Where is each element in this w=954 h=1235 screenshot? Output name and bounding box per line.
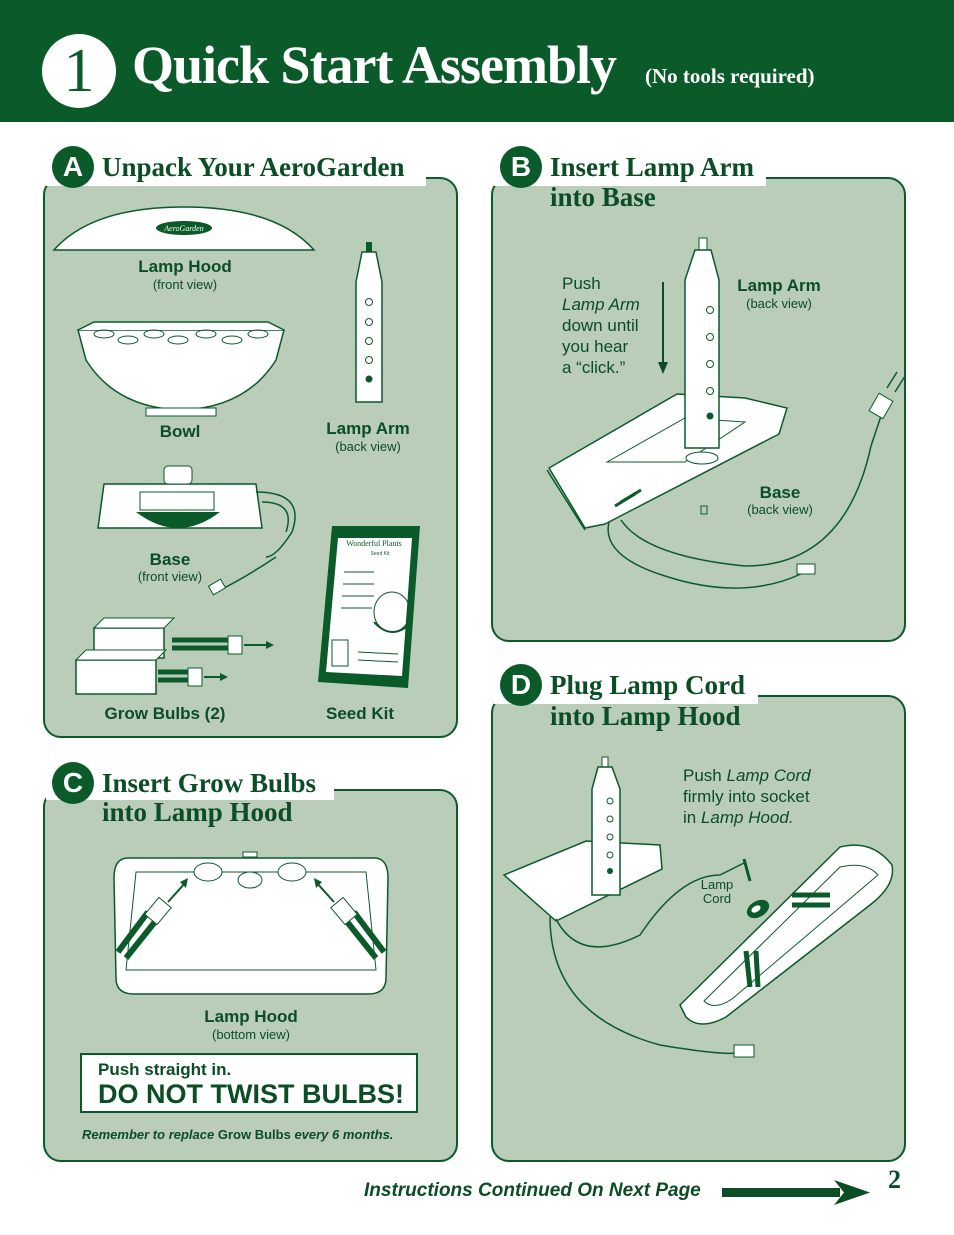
label-base: Base (149, 550, 191, 569)
panel-c-title-line1: Insert Grow Bulbs (102, 768, 317, 798)
panel-c-label-lamp-hood-view: (bottom view) (211, 1027, 291, 1042)
header-banner: 1 Quick Start Assembly (No tools require… (0, 0, 954, 122)
label-lamp-cord: Lamp Cord (700, 877, 734, 906)
panel-b-title-line1: Insert Lamp Arm (550, 152, 754, 182)
push-down-arrow-icon (658, 282, 668, 374)
panel-b-label-lamp-arm-view: (back view) (746, 296, 812, 311)
panel-d-title-line1: Plug Lamp Cord (550, 670, 746, 700)
panel-d-letter: D (500, 664, 542, 706)
panel-d-title-line2: into Lamp Hood (550, 701, 741, 731)
grow-bulbs-illustration (74, 617, 274, 695)
label-base-view: (front view) (137, 569, 203, 584)
aerogarden-logo: AeroGarden (163, 224, 203, 233)
seed-kit-brand: Wonderful Plants (346, 539, 402, 548)
panel-a-letter: A (52, 146, 94, 188)
bulb-replacement-reminder: Remember to replace Grow Bulbs every 6 m… (82, 1127, 394, 1142)
warning-do-not-twist: DO NOT TWIST BULBS! (98, 1079, 404, 1109)
warning-box: Push straight in. DO NOT TWIST BULBS! (80, 1053, 418, 1113)
label-bowl: Bowl (159, 422, 201, 441)
lamp-hood-front-illustration: AeroGarden (52, 206, 316, 251)
next-page-arrow-icon (722, 1180, 870, 1205)
panel-b-label-lamp-arm: Lamp Arm (737, 276, 821, 295)
panel-c-letter: C (52, 762, 94, 804)
label-seed-kit: Seed Kit (325, 704, 395, 723)
continued-next-page: Instructions Continued On Next Page (364, 1180, 701, 1201)
lamp-hood-bottom-illustration (113, 851, 389, 995)
lamp-arm-base-assembly-illustration (546, 237, 906, 589)
seed-kit-small-text: Seed Kit (371, 551, 391, 557)
label-lamp-arm-view: (back view) (335, 439, 401, 454)
panel-c-heading: C Insert Grow Bulbs (46, 762, 334, 804)
panel-a-heading: A Unpack Your AeroGarden (46, 146, 426, 188)
label-grow-bulbs: Grow Bulbs (2) (104, 704, 226, 723)
label-lamp-hood: Lamp Hood (138, 257, 232, 276)
panel-b-label-base: Base (759, 483, 801, 502)
panel-b-title-line2: into Base (550, 182, 656, 212)
panel-b-label-base-view: (back view) (747, 502, 813, 517)
panel-d-heading: D Plug Lamp Cord (494, 664, 758, 706)
panel-d-instruction: Push Lamp Cord firmly into socket in Lam… (683, 766, 811, 827)
panel-c-label-lamp-hood: Lamp Hood (204, 1007, 298, 1026)
page-subtitle: (No tools required) (645, 64, 815, 88)
panel-c-title-line2: into Lamp Hood (102, 797, 293, 827)
base-front-illustration (97, 465, 296, 596)
seed-kit-illustration: Wonderful Plants Seed Kit (318, 526, 420, 688)
lamp-cord-hood-assembly-illustration (502, 756, 894, 1058)
label-lamp-hood-view: (front view) (152, 277, 218, 292)
panel-a-title: Unpack Your AeroGarden (102, 152, 405, 182)
panel-b-heading: B Insert Lamp Arm (494, 146, 766, 188)
page-title: Quick Start Assembly (132, 35, 617, 95)
panel-b-instruction: Push Lamp Arm down until you hear a “cli… (562, 274, 640, 377)
panel-b-letter: B (500, 146, 542, 188)
bowl-illustration (77, 321, 285, 417)
label-lamp-arm: Lamp Arm (326, 419, 410, 438)
lamp-arm-illustration (355, 242, 383, 403)
step-number-badge: 1 (42, 34, 116, 108)
page-number: 2 (888, 1165, 901, 1194)
warning-push-straight: Push straight in. (98, 1060, 232, 1079)
